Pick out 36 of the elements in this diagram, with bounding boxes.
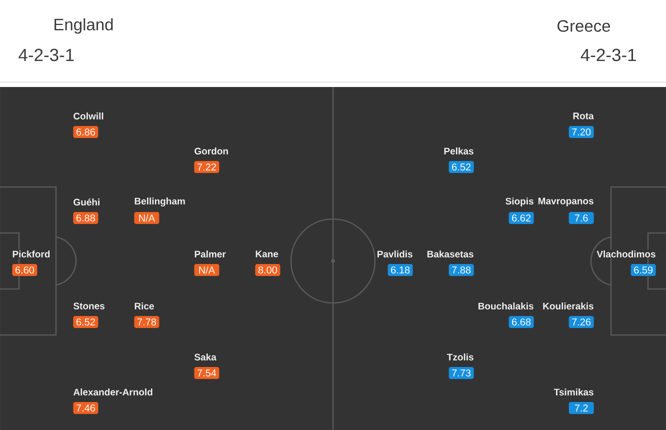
player-name: Koulierakis: [542, 302, 595, 310]
player-name: Alexander-Arnold: [72, 388, 154, 396]
player-name: Palmer: [193, 250, 227, 258]
rating-badge: 6.88: [73, 212, 98, 224]
player-name: Rota: [572, 112, 595, 120]
player-name: Vlachodimos: [596, 250, 657, 258]
player-name: Pavlidis: [376, 250, 414, 258]
rating-badge: 7.46: [73, 402, 98, 414]
player-name: Bellingham: [133, 196, 186, 208]
player-name: Siopis: [504, 196, 535, 208]
team-name: England: [54, 18, 113, 34]
team-name: Greece: [558, 20, 610, 32]
formation: 4-2-3-1: [580, 48, 636, 62]
player-name: Colwill: [72, 112, 105, 120]
player-name: Tsimikas: [552, 388, 595, 396]
player-name: Rice: [133, 302, 156, 310]
rating-badge: 6.52: [73, 316, 98, 328]
rating-badge: 7.54: [194, 367, 220, 379]
player-name: Kane: [254, 250, 280, 258]
player-name: Pickford: [11, 250, 52, 258]
rating-badge: N/A: [194, 264, 220, 276]
rating-badge: 6.60: [12, 264, 38, 276]
rating-badge: 6.86: [73, 126, 98, 138]
player-name: Gordon: [193, 146, 230, 156]
rating-badge: 7.22: [194, 161, 220, 173]
player-name: Saka: [193, 352, 218, 362]
player-name: Bouchalakis: [476, 302, 535, 310]
player-name: Mavropanos: [536, 196, 595, 208]
player-name: Pelkas: [442, 146, 475, 156]
player-name: Tzolis: [446, 352, 475, 362]
player-name: Bakasetas: [426, 250, 475, 258]
player-name: Stones: [72, 302, 106, 310]
rating-badge: 8.00: [255, 264, 280, 276]
formation: 4-2-3-1: [18, 48, 74, 62]
rating-badge: 7.78: [134, 316, 160, 328]
rating-badge: N/A: [134, 212, 160, 224]
